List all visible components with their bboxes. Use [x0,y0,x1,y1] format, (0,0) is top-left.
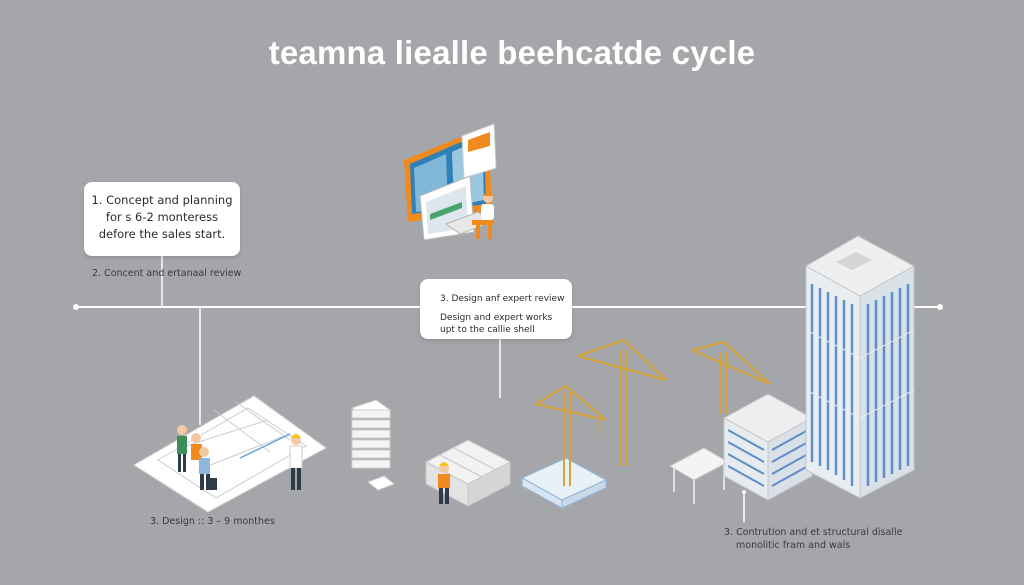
midrise-building [722,393,814,501]
pavilion-illustration [668,447,730,504]
review-label: 2. Concent and ertanaal review [92,268,242,279]
blueprint-illustration [133,395,327,513]
document-stack-illustration [350,399,395,491]
crane-3 [691,341,771,414]
stage-concept-line-3: defore the sales start. [98,227,226,241]
construction-label: 3. Contrution and et structural disalle … [724,526,902,552]
tower-building [804,235,916,499]
stage-design-line-1: Design and expert works [440,313,553,323]
timeline-end-dot [937,304,943,310]
connector-construction-dot [742,490,746,494]
office-illustration [404,123,497,241]
diagram-title: teamna liealle beehcatde cycle [268,34,756,71]
design-duration-label: 3. Design :: 3 – 9 monthes [150,516,275,527]
crane-1 [535,385,607,486]
stage-design-line-2: upt to the callie shell [440,325,535,335]
timeline-start-dot [73,304,79,310]
stage-design-card: 3. Design anf expert review Design and e… [420,279,572,339]
crane-2 [577,339,667,466]
construction-label-line-1: 3. Contrution and et structural disalle [724,527,903,538]
stage-concept-line-1: 1. Concept and planning [91,193,233,207]
stage-concept-card: 1. Concept and planning for s 6-2 monter… [84,182,240,256]
stage-concept-line-2: for s 6-2 monteress [105,210,219,224]
foundation-illustration [424,439,512,507]
stage-design-heading: 3. Design anf expert review [440,294,565,304]
construction-label-line-2: monolitic fram and wals [736,540,851,551]
